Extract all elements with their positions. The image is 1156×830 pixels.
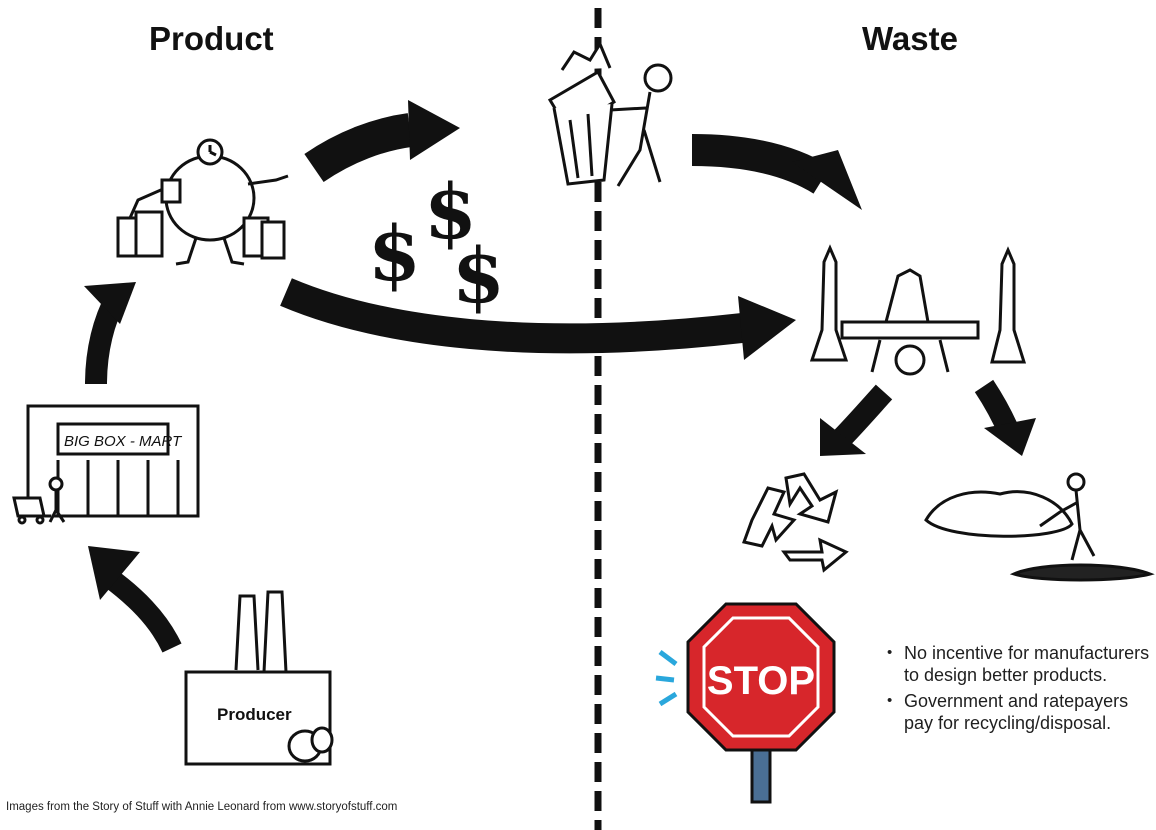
waste-heading: Waste [862,20,958,57]
big-box-store-illustration [12,404,200,525]
bullet-item: Government and ratepayers pay for recycl… [887,690,1155,734]
bullet-item: No incentive for manufacturers to design… [887,642,1155,686]
product-heading: Product [149,20,274,57]
dollar-sign: $ [368,209,421,298]
landfill-illustration [924,472,1155,582]
government-illustration [809,244,1027,376]
stop-sign-illustration [655,602,836,804]
arrow-tax-to-government [280,278,796,360]
arrow-government-to-recycling [820,384,893,456]
dollar-sign: $ [452,231,505,320]
factory-illustration [184,590,334,766]
arrow-trash-to-government [691,134,862,210]
dollar-sign: $ [424,167,477,256]
stop-sign-text: STOP [707,659,815,703]
producer-label: Producer [217,705,292,724]
arrow-store-to-consumer [84,282,136,385]
arrow-government-to-landfill [974,379,1036,456]
stop-sign-face [686,602,836,752]
bullet-list: No incentive for manufacturers to design… [887,642,1155,738]
arrow-producer-to-store [88,546,182,653]
stop-sign-burst [655,650,678,707]
shopper-illustration [116,138,289,266]
trash-can-illustration [547,40,673,187]
recycling-icon [742,472,849,573]
image-credit-caption: Images from the Story of Stuff with Anni… [6,801,398,813]
store-sign-label: BIG BOX - MART [64,433,183,450]
arrow-consumer-to-trash [304,100,460,183]
